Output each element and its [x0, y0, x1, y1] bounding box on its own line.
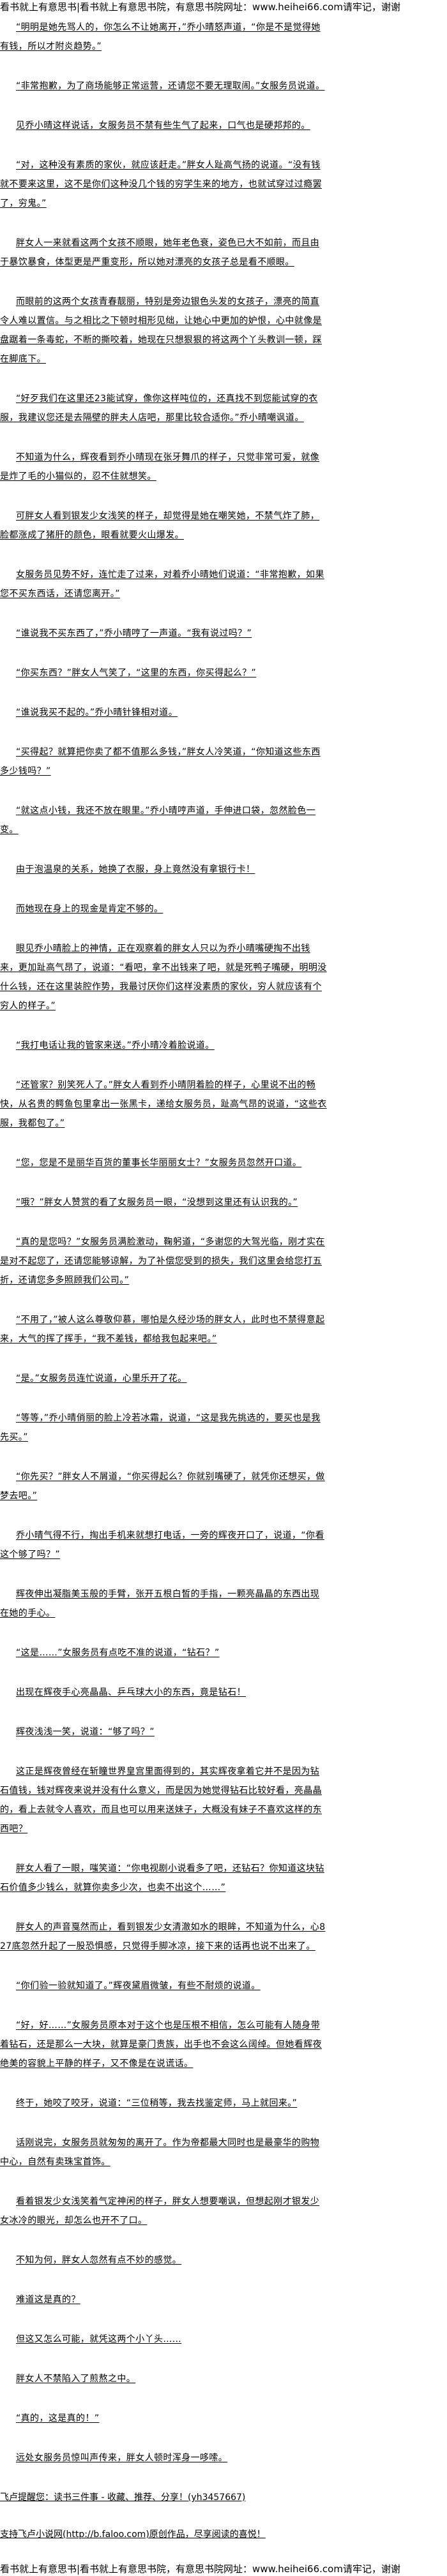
- paragraph-text: 而眼前的这两个女孩青春靓丽，特别是旁边银色头发的女孩子，漂亮的简直令人难以置信。…: [0, 297, 322, 364]
- paragraph-text: “对，这种没有素质的家伙，就应该赶走。”胖女人趾高气扬的说道。“没有钱就不要来这…: [0, 160, 322, 209]
- paragraph: “买得起？就算把你卖了都不值那么多钱，”胖女人冷笑道，“你知道这些东西多少钱吗？…: [0, 743, 327, 781]
- paragraph-text: “等等，”乔小晴俏丽的脸上冷若冰霜，说道，“这是我先挑选的，要买也是我先买。”: [0, 1413, 321, 1442]
- paragraph-text: 不知为何，胖女人忽然有点不妙的感觉。: [16, 2255, 182, 2265]
- paragraph: 而眼前的这两个女孩青春靓丽，特别是旁边银色头发的女孩子，漂亮的简直令人难以置信。…: [0, 292, 327, 369]
- faloo-support-link[interactable]: 支持飞卢小说网(http://b.faloo.com)原创作品，尽享阅读的喜悦！: [0, 2529, 266, 2540]
- paragraph-text: 终于，她咬了咬牙，说道：“三位稍等，我去找鉴定师，马上就回来。”: [16, 2098, 298, 2108]
- paragraph: 不知道为什么，辉夜看到乔小晴现在张牙舞爪的样子，只觉非常可爱，就像是炸了毛的小猫…: [0, 448, 327, 486]
- paragraph: “对，这种没有素质的家伙，就应该赶走。”胖女人趾高气扬的说道。“没有钱就不要来这…: [0, 156, 327, 213]
- paragraph: “还管家？别笑死人了。”胖女人看到乔小晴阴着脸的样子，心里说不出的畅快，从名贵的…: [0, 1076, 327, 1133]
- paragraph: “哦？”胖女人赞赏的看了女服务员一眼，“没想到这里还有认识我的。”: [0, 1193, 327, 1212]
- paragraph-text: “你先买？”胖女人不屑道，“你买得起么？你就别嘴硬了，就凭你还想买，做梦去吧。”: [0, 1472, 325, 1501]
- paragraph-text: 远处女服务员惊叫声传来，胖女人顿时浑身一哆嗦。: [16, 2453, 228, 2463]
- paragraph-text: “还管家？别笑死人了。”胖女人看到乔小晴阴着脸的样子，心里说不出的畅快，从名贵的…: [0, 1080, 327, 1129]
- paragraph: “不用了，”被人这么尊敬仰慕，哪怕是久经沙场的胖女人，此时也不禁得意起来，大气的…: [0, 1310, 327, 1349]
- paragraph: “您，您是不是丽华百货的董事长华丽丽女士？”女服务员忽然开口道。: [0, 1153, 327, 1173]
- paragraph: 难道这是真的？: [0, 2290, 327, 2309]
- paragraph-text: 出现在辉夜手心亮晶晶、乒乓球大小的东西，竟是钻石！: [16, 1687, 246, 1698]
- paragraph: 胖女人不禁陷入了煎熬之中。: [0, 2369, 327, 2388]
- paragraph: 话刚说完，女服务员就匆匆的离开了。作为帝都最大同时也是最豪华的购物中心，自然有卖…: [0, 2133, 327, 2172]
- paragraph-text: 而她现在身上的现金是肯定不够的。: [16, 904, 163, 914]
- paragraph: “真的，这是真的！”: [0, 2409, 327, 2428]
- paragraph-text: 乔小晴气得不行，掏出手机来就想打电话，一旁的辉夜开口了，说道，“你看这个够了吗？…: [0, 1530, 324, 1560]
- paragraph: 胖女人看了一眼，嗤笑道：“你电视剧小说看多了吧，还钻石？你知道这块钻石价值多少钱…: [0, 1859, 327, 1897]
- paragraph-text: “好歹我们在这里还23能试穿，像你这样吨位的，还真找不到您能试穿的衣服，我建议您…: [0, 394, 318, 423]
- paragraph: 远处女服务员惊叫声传来，胖女人顿时浑身一哆嗦。: [0, 2448, 327, 2468]
- paragraph-text: “您，您是不是丽华百货的董事长华丽丽女士？”女服务员忽然开口道。: [16, 1158, 302, 1168]
- paragraph: “你们验一验就知道了。”辉夜黛眉微皱，有些不耐烦的说道。: [0, 1976, 327, 1995]
- paragraph: 辉夜伸出凝脂美玉般的手臂，张开五根白皙的手指，一颗亮晶晶的东西出现在她的手心。: [0, 1585, 327, 1623]
- paragraph: 这正是辉夜曾经在斩瞳世界皇宫里面得到的，其实辉夜拿着它并不是因为钻石值钱，钱对辉…: [0, 1762, 327, 1839]
- paragraph-text: “好，好……”女服务员原本对于这个也是压根不相信，怎么可能有人随身带着钻石，还是…: [0, 2020, 322, 2069]
- paragraph-text: 眼见乔小晴脸上的神情，正在观察着的胖女人只以为乔小晴嘴硬掏不出钱来，更加趾高气昂…: [0, 944, 327, 1011]
- paragraph-text: 看着银发少女浅笑着气定神闲的样子，胖女人想要嘲讽，但想起刚才银发少女冰冷的眼光，…: [0, 2196, 320, 2226]
- paragraph-text: 由于泡温泉的关系，她换了衣服，身上竟然没有拿银行卡！: [16, 864, 255, 875]
- paragraph: “你买东西？”胖女人气笑了，“这里的东西，你买得起么？”: [0, 663, 327, 683]
- paragraph-text: 辉夜伸出凝脂美玉般的手臂，张开五根白皙的手指，一颗亮晶晶的东西出现在她的手心。: [0, 1589, 320, 1618]
- paragraph: “非常抱歉，为了商场能够正常运营，还请您不要无理取闹。”女服务员说道。: [0, 77, 327, 96]
- paragraph: “你先买？”胖女人不屑道，“你买得起么？你就别嘴硬了，就凭你还想买，做梦去吧。”: [0, 1467, 327, 1506]
- paragraph: “是。”女服务员连忙说道，心里乐开了花。: [0, 1369, 327, 1388]
- paragraph-text: “哦？”胖女人赞赏的看了女服务员一眼，“没想到这里还有认识我的。”: [16, 1197, 298, 1208]
- paragraph: 而她现在身上的现金是肯定不够的。: [0, 899, 327, 919]
- paragraph: 眼见乔小晴脸上的神情，正在观察着的胖女人只以为乔小晴嘴硬掏不出钱来，更加趾高气昂…: [0, 939, 327, 1016]
- paragraph: “谁说我不买东西了，”乔小晴哼了一声道。“我有说过吗？”: [0, 624, 327, 643]
- paragraph: 由于泡温泉的关系，她换了衣服，身上竟然没有拿银行卡！: [0, 860, 327, 879]
- paragraph-text: 胖女人的声音戛然而止，看到银发少女清澈如水的眼眸，不知道为什么，心827底忽然升…: [0, 1922, 326, 1951]
- paragraph-text: “你们验一验就知道了。”辉夜黛眉微皱，有些不耐烦的说道。: [16, 1981, 261, 1991]
- paragraph: “这是……”女服务员有点吃不准的说道，“钻石？”: [0, 1643, 327, 1662]
- faloo-reminder: 飞卢提醒您：读书三件事 - 收藏、推荐、分享！(yh3457667): [0, 2492, 246, 2503]
- paragraph-text: 这正是辉夜曾经在斩瞳世界皇宫里面得到的，其实辉夜拿着它并不是因为钻石值钱，钱对辉…: [0, 1766, 322, 1834]
- paragraph-text: 胖女人看了一眼，嗤笑道：“你电视剧小说看多了吧，还钻石？你知道这块钻石价值多少钱…: [0, 1863, 324, 1893]
- paragraph-text: 可胖女人看到银发少女浅笑的样子，却觉得是她在嘲笑她，不禁气炸了肺，脸都涨成了猪肝…: [0, 511, 320, 540]
- paragraph: “我打电话让我的管家来送。”乔小晴冷着脸说道。: [0, 1036, 327, 1055]
- paragraph: “好，好……”女服务员原本对于这个也是压根不相信，怎么可能有人随身带着钻石，还是…: [0, 2016, 327, 2073]
- paragraph-text: “是。”女服务员连忙说道，心里乐开了花。: [16, 1373, 187, 1384]
- paragraph: “明明是她先骂人的，你怎么不让她离开，”乔小晴怒声道，“你是不是觉得她有钱，所以…: [0, 18, 327, 56]
- paragraph-text: “非常抱歉，为了商场能够正常运营，还请您不要无理取闹。”女服务员说道。: [16, 81, 325, 91]
- paragraph-text: “明明是她先骂人的，你怎么不让她离开，”乔小晴怒声道，“你是不是觉得她有钱，所以…: [0, 22, 321, 52]
- paragraph-text: “谁说我买不起的。”乔小晴针锋相对道。: [16, 707, 178, 718]
- paragraph-text: 见乔小晴这样说话，女服务员不禁有些生气了起来，口气也是硬邦邦的。: [16, 121, 310, 131]
- paragraph-text: 难道这是真的？: [16, 2295, 80, 2305]
- paragraph: “就这点小钱，我还不放在眼里。”乔小晴哼声道，手伸进口袋，忽然脸色一变。: [0, 801, 327, 840]
- paragraph-text: “买得起？就算把你卖了都不值那么多钱，”胖女人冷笑道，“你知道这些东西多少钱吗？…: [0, 747, 321, 776]
- paragraph-text: 胖女人一来就看这两个女孩不顺眼，她年老色衰，姿色已大不如前，而且由于暴饮暴食，体…: [0, 238, 320, 267]
- paragraph-text: 不知道为什么，辉夜看到乔小晴现在张牙舞爪的样子，只觉非常可爱，就像是炸了毛的小猫…: [0, 452, 320, 482]
- paragraph-text: 辉夜浅浅一笑，说道：“够了吗？”: [16, 1727, 155, 1737]
- paragraph-text: 但这又怎么可能，就凭这两个小丫头……: [16, 2334, 182, 2344]
- paragraph: 乔小晴气得不行，掏出手机来就想打电话，一旁的辉夜开口了，说道，“你看这个够了吗？…: [0, 1526, 327, 1564]
- paragraph-text: “真的是您吗？”女服务员满脸激动，鞠躬道，“多谢您的大驾光临，刚才实在是对不起您…: [0, 1237, 325, 1285]
- paragraph: 看着银发少女浅笑着气定神闲的样子，胖女人想要嘲讽，但想起刚才银发少女冰冷的眼光，…: [0, 2192, 327, 2230]
- paragraph-text: “你买东西？”胖女人气笑了，“这里的东西，你买得起么？”: [16, 668, 257, 678]
- paragraph: 可胖女人看到银发少女浅笑的样子，却觉得是她在嘲笑她，不禁气炸了肺，脸都涨成了猪肝…: [0, 507, 327, 545]
- paragraph: 不知为何，胖女人忽然有点不妙的感觉。: [0, 2251, 327, 2270]
- paragraph: “真的是您吗？”女服务员满脸激动，鞠躬道，“多谢您的大驾光临，刚才实在是对不起您…: [0, 1232, 327, 1290]
- paragraph: “谁说我买不起的。”乔小晴针锋相对道。: [0, 703, 327, 722]
- paragraph-text: “我打电话让我的管家来送。”乔小晴冷着脸说道。: [16, 1040, 215, 1051]
- paragraph-text: “真的，这是真的！”: [16, 2413, 100, 2424]
- paragraph-text: 话刚说完，女服务员就匆匆的离开了。作为帝都最大同时也是最豪华的购物中心，自然有卖…: [0, 2138, 320, 2167]
- paragraph-text: 胖女人不禁陷入了煎熬之中。: [16, 2374, 136, 2384]
- paragraph-text: “谁说我不买东西了，”乔小晴哼了一声道。“我有说过吗？”: [16, 628, 252, 639]
- paragraph-text: “不用了，”被人这么尊敬仰慕，哪怕是久经沙场的胖女人，此时也不禁得意起来，大气的…: [0, 1315, 325, 1344]
- paragraph: “好歹我们在这里还23能试穿，像你这样吨位的，还真找不到您能试穿的衣服，我建议您…: [0, 389, 327, 427]
- site-banner-bottom: 看书就上有意思书|看书就上有意思书院，有意思书院网址：www.heihei66.…: [0, 2563, 400, 2575]
- paragraph: 女服务员见势不好，连忙走了过来，对着乔小晴她们说道：“非常抱歉，如果您不买东西话…: [0, 565, 327, 603]
- paragraph-text: 女服务员见势不好，连忙走了过来，对着乔小晴她们说道：“非常抱歉，如果您不买东西话…: [0, 570, 324, 599]
- paragraph: 终于，她咬了咬牙，说道：“三位稍等，我去找鉴定师，马上就回来。”: [0, 2094, 327, 2113]
- site-banner-top: 看书就上有意思书|看书就上有意思书院，有意思书院网址：www.heihei66.…: [0, 1, 400, 13]
- paragraph: 见乔小晴这样说话，女服务员不禁有些生气了起来，口气也是硬邦邦的。: [0, 116, 327, 135]
- paragraph: 出现在辉夜手心亮晶晶、乒乓球大小的东西，竟是钻石！: [0, 1683, 327, 1702]
- paragraph: 辉夜浅浅一笑，说道：“够了吗？”: [0, 1722, 327, 1742]
- paragraph-text: “这是……”女服务员有点吃不准的说道，“钻石？”: [16, 1648, 220, 1658]
- paragraph-text: “就这点小钱，我还不放在眼里。”乔小晴哼声道，手伸进口袋，忽然脸色一变。: [0, 806, 316, 835]
- chapter-content: “明明是她先骂人的，你怎么不让她离开，”乔小晴怒声道，“你是不是觉得她有钱，所以…: [0, 14, 327, 2468]
- paragraph: “等等，”乔小晴俏丽的脸上冷若冰霜，说道，“这是我先挑选的，要买也是我先买。”: [0, 1409, 327, 1447]
- paragraph: 胖女人的声音戛然而止，看到银发少女清澈如水的眼眸，不知道为什么，心827底忽然升…: [0, 1918, 327, 1956]
- paragraph: 但这又怎么可能，就凭这两个小丫头……: [0, 2330, 327, 2349]
- paragraph: 胖女人一来就看这两个女孩不顺眼，她年老色衰，姿色已大不如前，而且由于暴饮暴食，体…: [0, 233, 327, 272]
